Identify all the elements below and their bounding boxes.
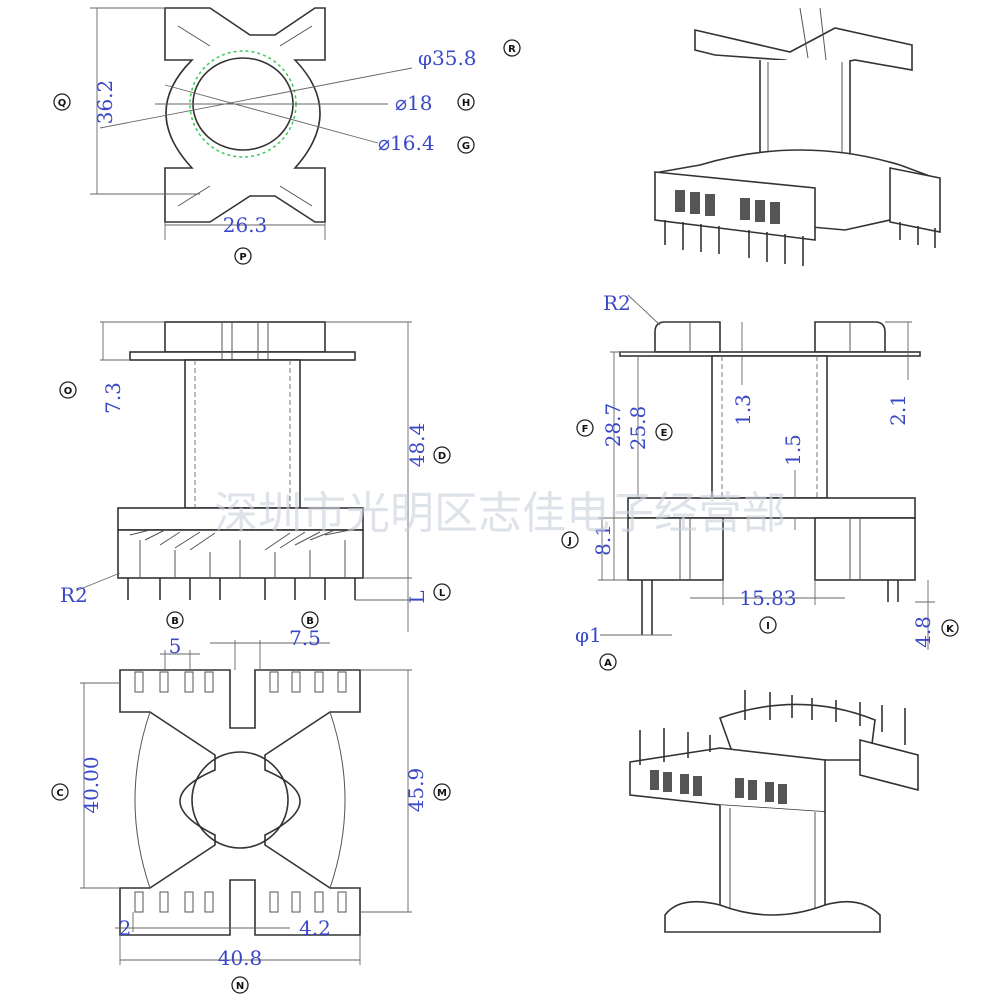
dim-bottom-45-9: 45.9 bbox=[404, 768, 428, 813]
svg-text:A: A bbox=[604, 658, 612, 669]
dim-side-28-7: 28.7 bbox=[601, 403, 625, 448]
label-E-marker: E bbox=[655, 423, 673, 441]
label-O-marker: O bbox=[59, 381, 77, 399]
dim-side-1-5: 1.5 bbox=[781, 434, 805, 466]
label-K-marker: K bbox=[941, 619, 959, 637]
label-A-marker: A bbox=[599, 653, 617, 671]
front-view-pins bbox=[127, 578, 356, 600]
dim-front-pin-length: L bbox=[405, 590, 429, 603]
label-Q-marker: Q bbox=[53, 93, 71, 111]
svg-text:M: M bbox=[437, 788, 447, 799]
svg-text:B: B bbox=[171, 616, 179, 627]
dim-side-radius: R2 bbox=[603, 291, 631, 315]
label-M-marker: M bbox=[433, 783, 451, 801]
svg-text:I: I bbox=[766, 621, 770, 632]
dim-bottom-pitch-5: 5 bbox=[169, 634, 182, 658]
svg-text:P: P bbox=[239, 252, 246, 263]
label-H-marker: H bbox=[457, 93, 475, 111]
iso-top-pins bbox=[664, 220, 936, 266]
svg-text:F: F bbox=[582, 424, 589, 435]
label-J-marker: J bbox=[561, 531, 579, 549]
label-B-marker-right: B bbox=[301, 611, 319, 629]
watermark-text: 深圳市光明区志佳电子经营部 bbox=[214, 488, 786, 539]
dim-front-top: 7.3 bbox=[101, 382, 125, 414]
label-D-marker: D bbox=[433, 446, 451, 464]
svg-text:R: R bbox=[508, 44, 516, 55]
svg-text:K: K bbox=[946, 624, 955, 635]
svg-text:C: C bbox=[56, 788, 63, 799]
dim-front-total: 48.4 bbox=[405, 423, 429, 468]
bottom-view bbox=[80, 640, 412, 965]
label-B-marker-left: B bbox=[166, 611, 184, 629]
label-P-marker: P bbox=[234, 247, 252, 265]
svg-text:B: B bbox=[306, 616, 314, 627]
dim-bottom-7-5: 7.5 bbox=[289, 626, 321, 650]
iso-bottom-pins bbox=[639, 690, 906, 765]
label-C-marker: C bbox=[51, 783, 69, 801]
front-view bbox=[77, 321, 412, 632]
side-view-pins bbox=[641, 580, 899, 635]
label-L-marker: L bbox=[433, 583, 451, 601]
svg-text:J: J bbox=[567, 536, 572, 547]
dim-side-8-1: 8.1 bbox=[591, 524, 615, 556]
front-view-slots bbox=[129, 529, 351, 578]
svg-text:Q: Q bbox=[58, 98, 67, 109]
label-F-marker: F bbox=[576, 419, 594, 437]
label-R-marker: R bbox=[503, 39, 521, 57]
svg-text:E: E bbox=[661, 428, 668, 439]
bottom-view-slots-top bbox=[134, 671, 347, 693]
dim-inner-diameter: ⌀16.4 bbox=[378, 131, 435, 155]
svg-text:O: O bbox=[64, 386, 73, 397]
dim-bottom-40: 40.00 bbox=[79, 756, 103, 813]
dim-pin-diameter: φ1 bbox=[575, 623, 602, 647]
top-view bbox=[90, 7, 413, 240]
label-N-marker: N bbox=[231, 976, 249, 994]
dim-side-15-83: 15.83 bbox=[739, 586, 796, 610]
dim-mid-diameter: ⌀18 bbox=[395, 91, 433, 115]
dim-bottom-4-2: 4.2 bbox=[299, 916, 331, 940]
dim-top-width: 26.3 bbox=[223, 213, 268, 237]
dim-bottom-2: 2 bbox=[119, 916, 132, 940]
svg-text:D: D bbox=[438, 451, 446, 462]
dim-front-radius: R2 bbox=[60, 583, 88, 607]
svg-text:G: G bbox=[462, 141, 470, 152]
dim-side-25-8: 25.8 bbox=[626, 406, 650, 451]
iso-top-slots bbox=[675, 190, 780, 224]
svg-text:H: H bbox=[462, 98, 470, 109]
side-view bbox=[598, 294, 935, 650]
svg-text:N: N bbox=[236, 981, 244, 992]
isometric-view-top bbox=[654, 7, 941, 266]
label-I-marker: I bbox=[759, 616, 777, 634]
dim-bottom-40-8: 40.8 bbox=[218, 946, 263, 970]
dim-top-height: 36.2 bbox=[93, 80, 117, 125]
svg-text:L: L bbox=[439, 588, 446, 599]
label-G-marker: G bbox=[457, 136, 475, 154]
dim-side-2-1: 2.1 bbox=[886, 394, 910, 426]
dim-side-1-3: 1.3 bbox=[731, 394, 755, 426]
bottom-view-slots-bottom bbox=[134, 891, 347, 913]
iso-bottom-slots bbox=[650, 770, 787, 804]
dim-outer-diameter: φ35.8 bbox=[418, 46, 477, 70]
isometric-view-bottom bbox=[629, 690, 919, 933]
dim-side-4-8: 4.8 bbox=[911, 616, 935, 648]
